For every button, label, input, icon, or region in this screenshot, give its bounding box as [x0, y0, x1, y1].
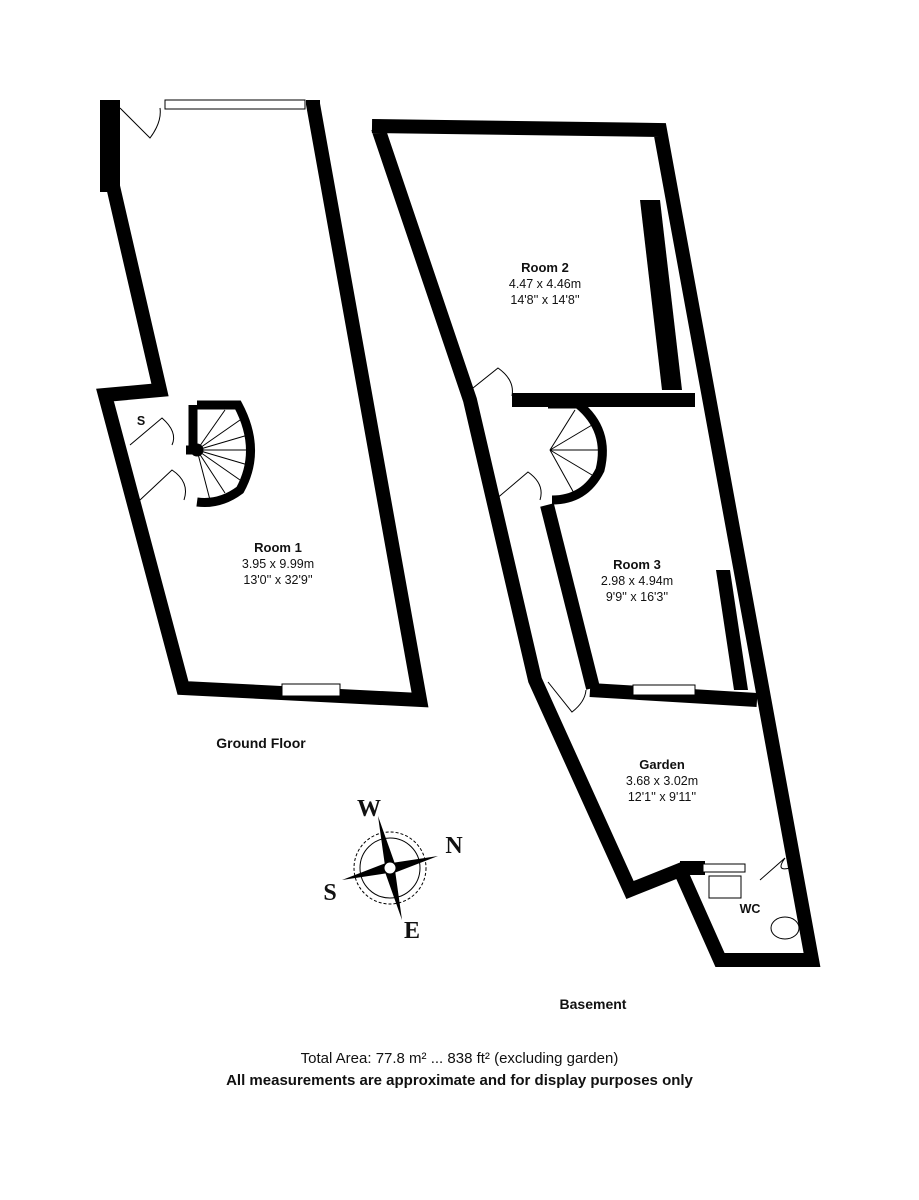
basement-outer-walls [371, 119, 821, 967]
room-name: Room 2 [521, 260, 569, 275]
room-label-room1: Room 1 3.95 x 9.99m 13'0'' x 32'9'' [242, 540, 314, 588]
door [139, 469, 186, 501]
room-label-room3: Room 3 2.98 x 4.94m 9'9'' x 16'3'' [601, 557, 673, 605]
door [119, 107, 161, 139]
room-metric: 3.68 x 3.02m [625, 774, 699, 788]
ground-floor-title: Ground Floor [216, 735, 306, 751]
toilet-icon [770, 916, 800, 940]
compass-s: S [323, 880, 337, 906]
door [547, 681, 587, 713]
room-label-garden: Garden 3.68 x 3.02m 12'1'' x 9'11'' [626, 757, 698, 805]
room-metric: 3.95 x 9.99m [241, 557, 315, 571]
sink-icon [708, 875, 742, 899]
room-imperial: 14'8'' x 14'8'' [510, 293, 580, 307]
room3-chimney-breast [716, 570, 748, 690]
ground-spiral-stairs [196, 400, 255, 507]
wc-label: WC [739, 902, 761, 916]
room-label-room2: Room 2 4.47 x 4.46m 14'8'' x 14'8'' [509, 260, 581, 308]
door [467, 367, 513, 397]
room-imperial: 9'9'' x 16'3'' [605, 590, 669, 604]
disclaimer: All measurements are approximate and for… [226, 1072, 693, 1089]
compass-n: N [445, 833, 463, 859]
room-name: Garden [639, 757, 685, 772]
compass-icon [342, 816, 438, 920]
ground-window-bottom [281, 683, 341, 697]
basement-spiral-stairs [548, 399, 607, 505]
room-name: Room 3 [613, 557, 661, 572]
room2-chimney-breast [640, 200, 682, 390]
door [494, 471, 542, 501]
total-area: Total Area: 77.8 m² ... 838 ft² (excludi… [300, 1050, 619, 1067]
ground-floor-walls [96, 100, 429, 708]
basement-title: Basement [559, 996, 627, 1012]
store-label: S [136, 414, 146, 428]
door [129, 417, 175, 446]
room3-window [632, 684, 696, 696]
room-name: Room 1 [254, 540, 302, 555]
compass-w: W [357, 796, 381, 822]
room3-left-wall [540, 503, 600, 690]
wc-window [702, 863, 746, 873]
ground-front-stub [100, 100, 120, 192]
room-imperial: 13'0'' x 32'9'' [243, 573, 313, 587]
room-imperial: 12'1'' x 9'11'' [627, 790, 697, 804]
compass-e: E [403, 918, 421, 944]
door [759, 857, 791, 881]
room-metric: 4.47 x 4.46m [508, 277, 582, 291]
ground-window-top [164, 99, 306, 110]
room-metric: 2.98 x 4.94m [600, 574, 674, 588]
